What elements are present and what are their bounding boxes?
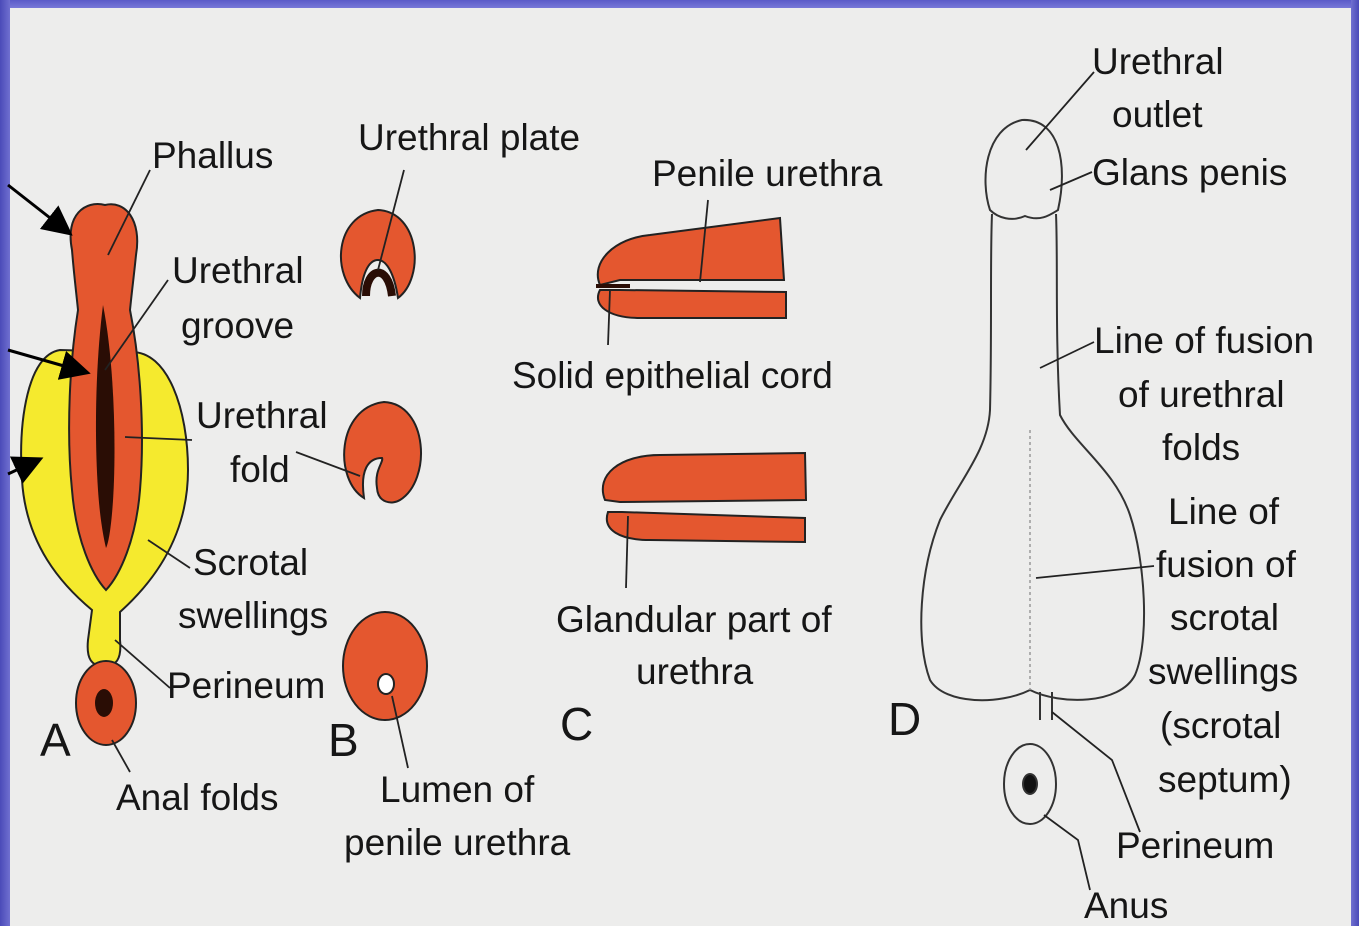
label-urethral-fold-1: Urethral <box>196 395 328 436</box>
label-outlet-2: outlet <box>1112 94 1203 135</box>
label-fusion-u-1: Line of fusion <box>1094 320 1314 361</box>
label-fusion-s-3: scrotal <box>1170 597 1279 638</box>
anal-pit <box>95 689 113 717</box>
label-urethral-groove-2: groove <box>181 305 294 346</box>
label-penile-urethra: Penile urethra <box>652 153 883 194</box>
label-solid-cord: Solid epithelial cord <box>512 355 833 396</box>
panel-letter-a: A <box>40 714 71 766</box>
label-perineum-a: Perineum <box>167 665 325 706</box>
panel-letter-c: C <box>560 698 593 750</box>
label-fusion-s-6: septum) <box>1158 759 1292 800</box>
glandular-upper <box>603 453 806 502</box>
glans-outline <box>985 120 1061 219</box>
label-urethral-plate: Urethral plate <box>358 117 580 158</box>
label-anus: Anus <box>1084 885 1168 926</box>
label-lumen-1: Lumen of <box>380 769 535 810</box>
penile-urethra-upper <box>598 218 784 285</box>
penis-body-outline <box>921 214 1144 700</box>
panel-a <box>21 204 188 745</box>
label-fusion-s-2: fusion of <box>1156 544 1297 585</box>
glandular-lower <box>607 512 805 542</box>
label-fusion-s-1: Line of <box>1168 491 1280 532</box>
leader-lines-d <box>1026 72 1154 890</box>
label-glandular-2: urethra <box>636 651 754 692</box>
label-fusion-s-4: swellings <box>1148 651 1298 692</box>
label-urethral-groove-1: Urethral <box>172 250 304 291</box>
panel-d <box>921 120 1144 824</box>
cross-section-1 <box>341 210 415 298</box>
label-fusion-u-3: folds <box>1162 427 1240 468</box>
label-scrotal-1: Scrotal <box>193 542 308 583</box>
panel-b <box>341 210 427 720</box>
lumen-ring <box>378 674 394 694</box>
cross-section-2 <box>344 402 421 502</box>
label-glandular-1: Glandular part of <box>556 599 832 640</box>
label-lumen-2: penile urethra <box>344 822 571 863</box>
arrow-phallus <box>8 185 68 232</box>
label-outlet-1: Urethral <box>1092 41 1224 82</box>
label-glans: Glans penis <box>1092 152 1287 193</box>
cross-section-3 <box>343 612 427 720</box>
label-perineum-d: Perineum <box>1116 825 1274 866</box>
label-fusion-u-2: of urethral <box>1118 374 1285 415</box>
label-fusion-s-5: (scrotal <box>1160 705 1281 746</box>
panel-letter-b: B <box>328 714 359 766</box>
panel-letter-d: D <box>888 693 921 745</box>
penile-urethra-lower <box>598 290 786 318</box>
label-anal-folds: Anal folds <box>116 777 279 818</box>
label-urethral-fold-2: fold <box>230 449 290 490</box>
label-phallus: Phallus <box>152 135 273 176</box>
label-scrotal-2: swellings <box>178 595 328 636</box>
